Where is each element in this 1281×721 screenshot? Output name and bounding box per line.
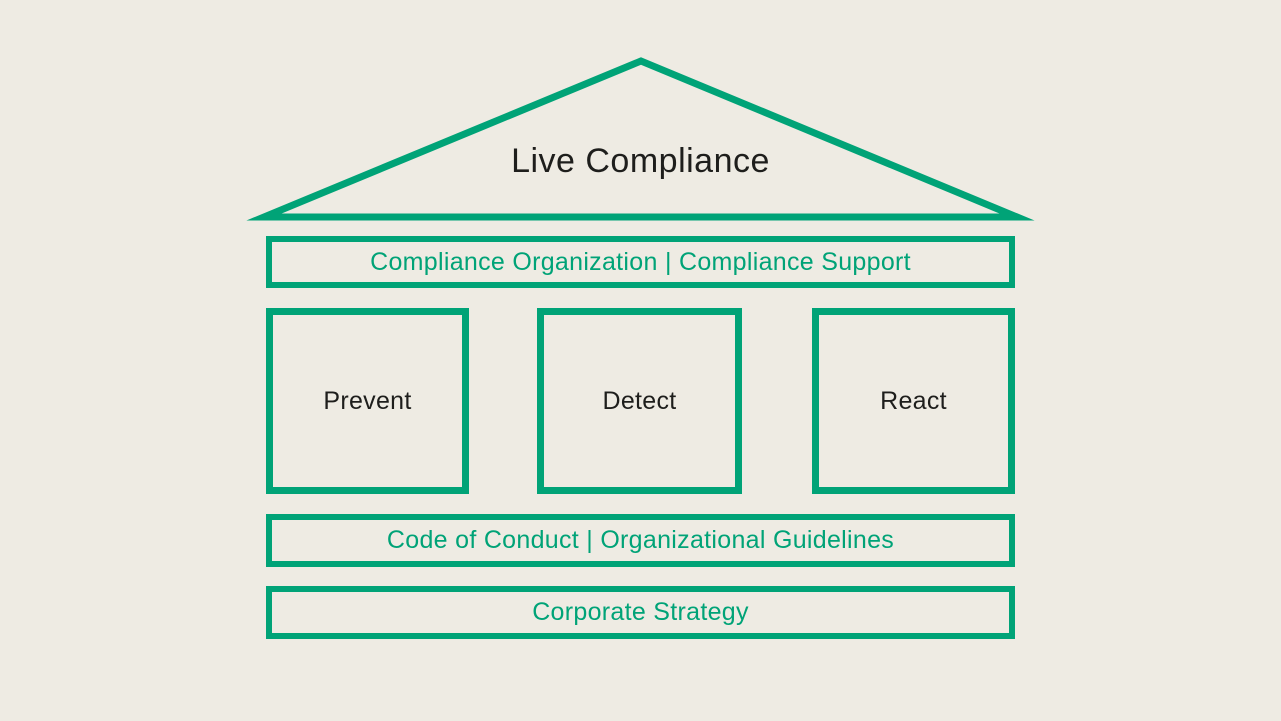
bar-corporate-strategy-label: Corporate Strategy — [532, 598, 749, 626]
bar-compliance-organization-support: Compliance Organization | Compliance Sup… — [266, 236, 1015, 288]
bar-compliance-organization-support-label: Compliance Organization | Compliance Sup… — [370, 247, 911, 276]
pillar-react: React — [812, 308, 1015, 494]
bar-code-of-conduct-guidelines-label: Code of Conduct | Organizational Guideli… — [386, 526, 895, 554]
diagram-title: Live Compliance — [511, 142, 770, 180]
roof-triangle-icon — [246, 57, 1035, 221]
pillar-prevent: Prevent — [266, 308, 469, 494]
pillar-detect: Detect — [537, 308, 742, 494]
pillar-detect-label: Detect — [602, 386, 677, 415]
bar-corporate-strategy: Corporate Strategy — [266, 586, 1015, 639]
pillar-react-label: React — [880, 386, 947, 415]
bar-code-of-conduct-guidelines: Code of Conduct | Organizational Guideli… — [266, 514, 1015, 567]
pillar-prevent-label: Prevent — [323, 386, 412, 415]
